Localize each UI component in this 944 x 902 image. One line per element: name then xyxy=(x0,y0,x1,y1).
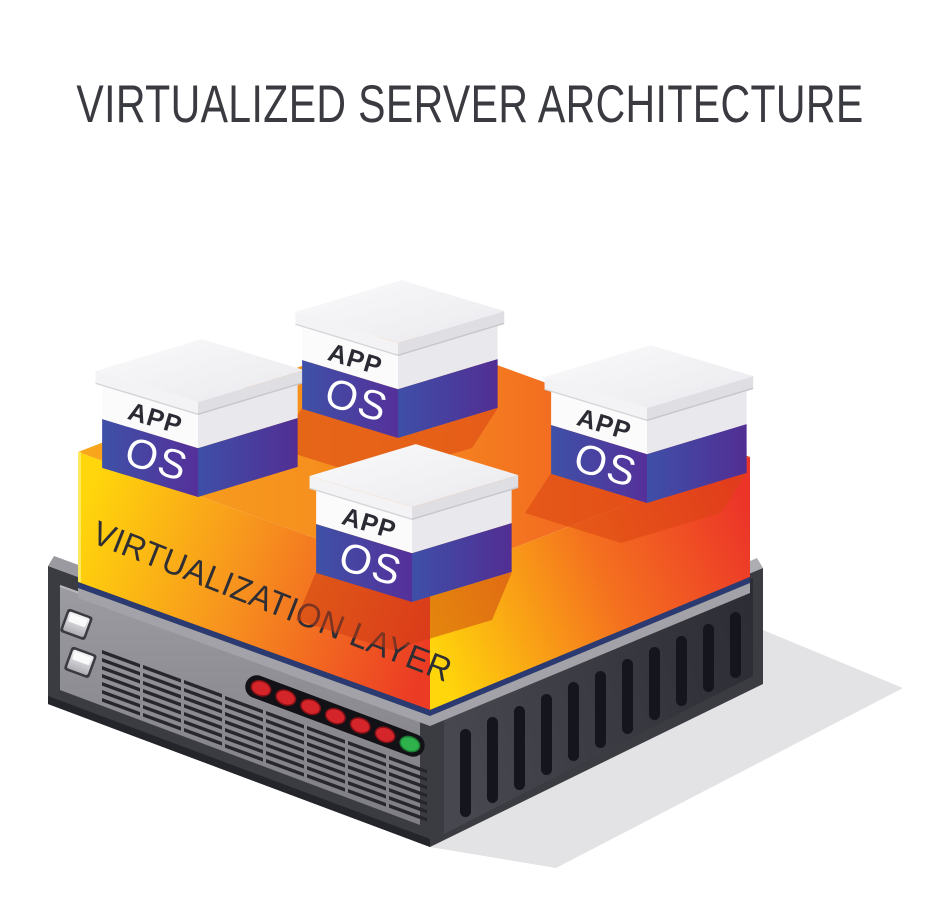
app-band-left xyxy=(316,490,412,554)
lid-seam-right xyxy=(411,486,519,520)
vm-box-back-left: APP OS xyxy=(95,339,305,497)
lid-top xyxy=(309,444,519,508)
lid-top xyxy=(295,280,505,344)
white-band-right xyxy=(398,325,498,390)
app-band-left xyxy=(102,385,198,449)
server-top-strip-right xyxy=(430,583,750,726)
server-top-strip-front xyxy=(78,588,430,726)
led-red-1 xyxy=(250,680,272,697)
lid-top xyxy=(95,339,305,403)
vm-box-shadow-front-center xyxy=(296,572,512,650)
led-red-5 xyxy=(349,717,371,734)
lid-seam-left xyxy=(95,382,199,415)
led-status-bar xyxy=(245,675,425,757)
white-band-right xyxy=(412,489,512,554)
lid-right-side xyxy=(647,376,754,421)
os-band-right xyxy=(398,359,498,438)
led-red-4 xyxy=(324,707,346,725)
lid-left-side xyxy=(544,377,647,421)
white-band-right xyxy=(647,390,747,455)
lid-left-side xyxy=(95,371,198,415)
lid-right-side xyxy=(412,475,519,520)
lid-seam-right xyxy=(397,322,505,356)
lid-left-side xyxy=(295,312,398,356)
os-band-left xyxy=(316,523,412,602)
os-band-right xyxy=(412,523,512,602)
right-vent-slots xyxy=(460,612,741,817)
os-band-left xyxy=(551,424,647,503)
lid-seam-right xyxy=(646,387,754,421)
led-red-2 xyxy=(275,689,297,707)
layer-base-line-right xyxy=(430,577,750,716)
os-band-left xyxy=(102,418,198,497)
led-red-6 xyxy=(374,726,396,744)
layer-front-face xyxy=(78,452,430,710)
vm-box-back-right: APP OS xyxy=(544,345,754,503)
app-band-left xyxy=(551,391,647,455)
os-band-right xyxy=(198,418,298,497)
lid-seam-left xyxy=(309,487,413,520)
vm-box-shadow-back-center xyxy=(276,408,498,478)
power-button-1 xyxy=(60,608,93,640)
lid-right-side xyxy=(398,311,505,356)
lid-seam-left xyxy=(295,323,399,356)
page-title: VIRTUALIZED SERVER ARCHITECTURE xyxy=(76,75,863,134)
lid-right-side xyxy=(198,370,305,415)
os-band-right xyxy=(647,424,747,503)
lid-left-side xyxy=(309,476,412,520)
led-green-1 xyxy=(399,735,421,753)
app-band-left xyxy=(302,326,398,390)
white-band-right xyxy=(198,384,298,449)
ground-shadow xyxy=(430,630,903,868)
os-band-left xyxy=(302,359,398,438)
lid-seam-left xyxy=(544,388,648,421)
vm-box-shadow-back-right xyxy=(525,473,747,543)
led-red-3 xyxy=(300,698,322,716)
lid-seam-right xyxy=(197,381,305,415)
layer-base-line-front xyxy=(78,582,430,716)
vm-box-front-center: APP OS xyxy=(309,444,519,602)
server-bottom-edge xyxy=(48,696,430,847)
power-button-2 xyxy=(64,646,97,678)
vm-box-back-center: APP OS xyxy=(295,280,505,438)
lid-top xyxy=(544,345,754,409)
